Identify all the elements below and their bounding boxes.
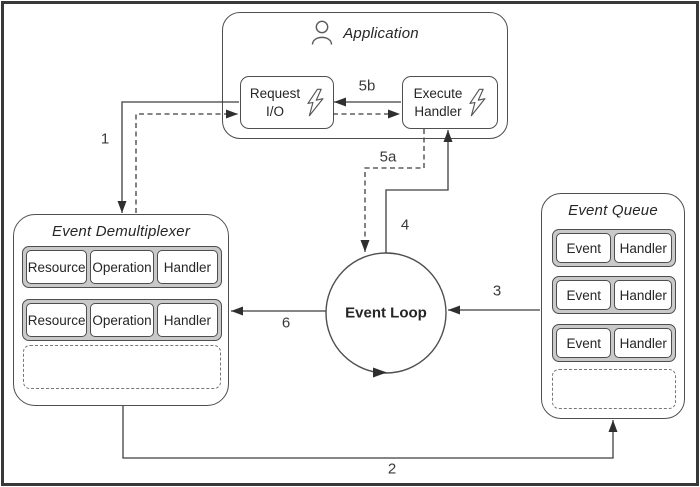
execute-handler-line2: Handler (414, 103, 462, 119)
lightning-icon (307, 88, 324, 117)
event-loop-label: Event Loop (345, 304, 427, 322)
resource-cell: Resource (26, 303, 88, 337)
arrow-2-solid (122, 406, 618, 459)
demux-row: Resource Operation Handler (22, 246, 222, 288)
application-header: Application (223, 20, 507, 46)
resource-cell: Resource (26, 250, 88, 284)
handler-cell: Handler (614, 280, 672, 310)
request-io-line1: Request (249, 85, 301, 101)
request-io-line2: I/O (265, 103, 284, 119)
demux-row: Resource Operation Handler (22, 299, 222, 341)
event-queue-title: Event Queue (568, 202, 658, 219)
execute-handler-box: Execute Handler (402, 76, 498, 129)
request-io-label: Request I/O (250, 85, 300, 120)
handler-cell: Handler (156, 303, 218, 337)
step-label-3: 3 (492, 282, 502, 300)
step-label-6: 6 (281, 314, 291, 332)
event-cell: Event (556, 233, 612, 263)
event-cell: Event (556, 328, 612, 358)
event-demultiplexer-title: Event Demultiplexer (51, 223, 191, 240)
step-label-5a: 5a (379, 148, 397, 166)
lightning-icon (469, 88, 486, 117)
event-cell: Event (556, 280, 612, 310)
execute-handler-line1: Execute (413, 85, 463, 101)
queue-row: Event Handler (552, 229, 676, 267)
step-label-2: 2 (387, 460, 397, 478)
queue-row: Event Handler (552, 276, 676, 314)
execute-handler-label: Execute Handler (414, 85, 463, 120)
event-queue-box: Event Queue Event Handler Event Handler … (541, 193, 685, 419)
handler-cell: Handler (614, 328, 672, 358)
request-io-box: Request I/O (240, 76, 334, 129)
demux-empty-slot (23, 345, 221, 389)
queue-empty-slot (552, 369, 676, 409)
event-demultiplexer-box: Event Demultiplexer Resource Operation H… (13, 214, 229, 406)
step-label-1: 1 (100, 130, 110, 148)
step-label-5b: 5b (358, 77, 376, 95)
operation-cell: Operation (90, 303, 154, 337)
loop-rotation-arrowhead-icon (373, 367, 387, 378)
handler-cell: Handler (156, 250, 218, 284)
application-title: Application (343, 24, 419, 42)
application-box: Application Request I/O Execute Handler (222, 12, 508, 139)
arrow-5a-dashed (360, 129, 425, 252)
operation-cell: Operation (90, 250, 154, 284)
queue-row: Event Handler (552, 324, 676, 362)
arrow-1-dashed (135, 109, 238, 213)
step-label-4: 4 (400, 216, 410, 234)
handler-cell: Handler (614, 233, 672, 263)
person-icon (312, 20, 333, 45)
